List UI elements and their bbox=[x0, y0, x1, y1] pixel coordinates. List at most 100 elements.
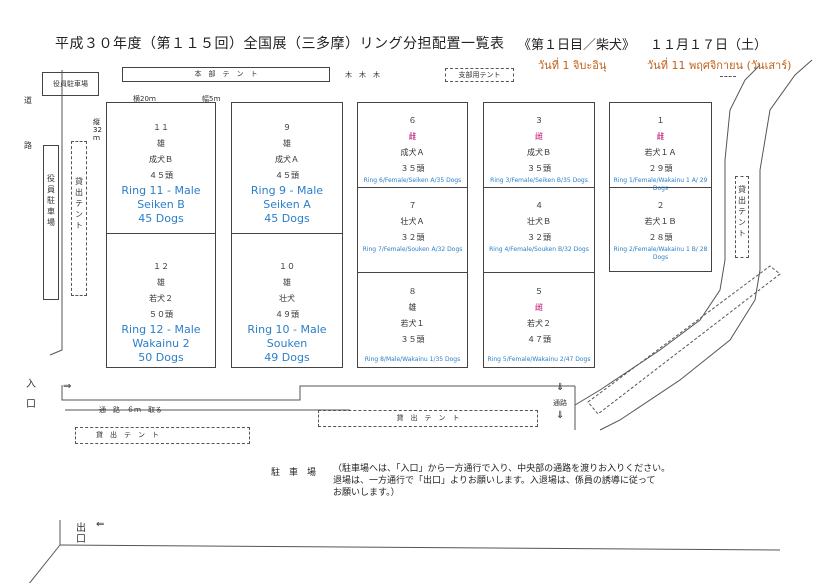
ring-number: ８ bbox=[408, 287, 417, 296]
down-arrow-icon: ⇓ bbox=[556, 382, 565, 393]
rental-tent-right-label: 貸出テント bbox=[737, 185, 747, 240]
thai-date-label: วันที่ 11 พฤศจิกายน (วันเสาร์) bbox=[647, 59, 792, 72]
ring-english-2: Seiken B bbox=[137, 198, 185, 211]
ring-number: ７ bbox=[408, 201, 417, 210]
parking-title: 駐 車 場 bbox=[271, 468, 317, 478]
ring-english-1: Ring 12 - Male bbox=[121, 323, 201, 336]
ring-number: ２ bbox=[656, 201, 665, 210]
ring-10: １０ 雄 壮犬 ４９頭 Ring 10 - Male Souken 49 Dog… bbox=[231, 259, 343, 365]
rental-tent-bottom: 貸 出 テ ン ト bbox=[75, 427, 250, 444]
ring-number: ５ bbox=[535, 287, 543, 296]
ring-class: 若犬１Ｂ bbox=[644, 217, 677, 226]
ring-block-left bbox=[106, 102, 216, 368]
exit-arrow-icon: ⇐ bbox=[96, 519, 105, 530]
ring-count: ４５頭 bbox=[275, 171, 299, 180]
ring-class: 若犬１ bbox=[400, 319, 425, 328]
ring-2: ２ 若犬１Ｂ ２８頭 Ring 2/Female/Wakainu 1 B/ 28… bbox=[609, 198, 712, 262]
hq-tent-label: 本 部 テ ン ト bbox=[194, 70, 258, 78]
aisle-top-line bbox=[61, 385, 575, 401]
ring-sex: 雌 bbox=[656, 132, 665, 141]
ring-english: Ring 5/Female/Wakainu 2/47 Dogs bbox=[487, 356, 591, 363]
ring-class: 若犬２ bbox=[149, 294, 173, 303]
ring-english-1: Ring 9 - Male bbox=[250, 184, 324, 197]
ring-1: １ 雌 若犬１Ａ ２９頭 Ring 1/Female/Wakainu 1 A/ … bbox=[609, 113, 712, 193]
parking-note: （駐車場へは、「入口」から一方通行で入り、中央部の通路を渡りお入りください。 退… bbox=[333, 463, 670, 499]
rental-tent-bottom-label: 貸 出 テ ン ト bbox=[96, 431, 159, 439]
ring-block-center bbox=[357, 102, 468, 368]
exit-label-top: 出 bbox=[76, 523, 86, 534]
ring-count: ５０頭 bbox=[149, 310, 173, 319]
entrance-arrow-icon: ⇒ bbox=[63, 381, 72, 392]
exit-label-bottom: 口 bbox=[76, 534, 86, 545]
parking-note-line-1: （駐車場へは、「入口」から一方通行で入り、中央部の通路を渡りお入りください。 bbox=[333, 464, 671, 474]
passage-label: 通路 bbox=[553, 399, 567, 407]
ring-count: ３５頭 bbox=[527, 164, 551, 173]
rental-tent-left-label: 貸出テント bbox=[74, 177, 84, 232]
ring-block-center-right bbox=[483, 102, 595, 368]
ring-class: 若犬１Ａ bbox=[644, 148, 677, 157]
ring-3: ３ 雌 成犬Ｂ ３５頭 Ring 3/Female/Seiken B/35 Do… bbox=[483, 113, 595, 185]
aisle-label: 通 路 ６ｍ 取る bbox=[99, 406, 162, 414]
ring-sex: 雌 bbox=[535, 132, 543, 141]
ring-english-3: 49 Dogs bbox=[264, 351, 310, 364]
ring-class: 成犬Ｂ bbox=[527, 148, 551, 157]
ring-sex: 雄 bbox=[157, 139, 165, 148]
ring-4: ４ 壮犬Ｂ ３２頭 Ring 4/Female/Souken B/32 Dogs bbox=[483, 198, 595, 254]
ring-english: Ring 4/Female/Souken B/32 Dogs bbox=[489, 246, 589, 253]
ring-number: １０ bbox=[279, 262, 295, 271]
ring-count: ３２頭 bbox=[527, 233, 551, 242]
ring-english-1: Ring 10 - Male bbox=[247, 323, 327, 336]
ring-english-3: 50 Dogs bbox=[138, 351, 184, 364]
ring-number: １２ bbox=[153, 262, 169, 271]
ring-class: 成犬Ａ bbox=[400, 148, 425, 157]
ring-count: ３５頭 bbox=[400, 164, 425, 173]
trees-label: 木 木 木 bbox=[345, 71, 380, 79]
down-arrow-icon: ⇓ bbox=[556, 410, 565, 421]
officer-parking-vertical-label: 役員駐車場 bbox=[46, 174, 56, 229]
ring-count: ３２頭 bbox=[400, 233, 425, 242]
ring-count: ４９頭 bbox=[275, 310, 299, 319]
ring-english: Ring 7/Female/Souken A/32 Dogs bbox=[362, 246, 463, 253]
ring-number: ９ bbox=[283, 123, 291, 132]
ring-divider bbox=[609, 187, 712, 188]
ring-english-1: Ring 11 - Male bbox=[121, 184, 201, 197]
rental-tent-left: 貸出テント bbox=[71, 141, 87, 296]
road-label-1: 道 bbox=[24, 96, 32, 105]
ring-divider bbox=[106, 233, 216, 234]
ring-english: Ring 2/Female/Wakainu 1 B/ 28 Dogs bbox=[613, 246, 708, 261]
ring-english-3: 45 Dogs bbox=[264, 212, 310, 225]
ring-sex: 雄 bbox=[283, 139, 291, 148]
width20-label: 横20ｍ bbox=[133, 95, 156, 103]
height32-label: 縦32ｍ bbox=[93, 118, 102, 142]
ring-divider bbox=[231, 233, 343, 234]
ring-english: Ring 1/Female/Wakainu 1 A/ 29 Dogs bbox=[613, 177, 708, 192]
ring-sex: 雄 bbox=[408, 303, 417, 312]
ring-number: １ bbox=[656, 116, 665, 125]
right-curve-inner bbox=[599, 59, 813, 431]
ring-count: ２９頭 bbox=[648, 164, 673, 173]
ring-english-2: Seiken A bbox=[263, 198, 311, 211]
hq-tent: 本 部 テ ン ト bbox=[122, 67, 330, 82]
ring-english-3: 45 Dogs bbox=[138, 212, 184, 225]
branch-tent: 支部用テント bbox=[445, 68, 514, 82]
right-curve-outer bbox=[574, 64, 761, 406]
ring-class: 壮犬 bbox=[279, 294, 295, 303]
ring-english: Ring 6/Female/Seiken A/35 Dogs bbox=[363, 177, 462, 184]
ring-divider bbox=[357, 187, 468, 188]
thai-day-label: วันที่ 1 จิบะอินุ bbox=[538, 59, 607, 72]
ring-divider bbox=[483, 272, 595, 273]
ring-sex: 雄 bbox=[157, 278, 165, 287]
ring-sex: 雌 bbox=[408, 132, 417, 141]
ring-class: 成犬Ｂ bbox=[149, 155, 173, 164]
ring-number: ６ bbox=[408, 116, 417, 125]
ring-block-center-left bbox=[231, 102, 343, 368]
page-title: 平成３０年度（第１１５回）全国展（三多摩）リング分担配置一覧表 bbox=[55, 36, 505, 52]
entrance-label-bottom: 口 bbox=[26, 399, 36, 410]
width5-label: 幅5ｍ bbox=[202, 95, 221, 103]
ring-english-2: Wakainu 2 bbox=[132, 337, 190, 350]
exit-diagonal bbox=[28, 544, 61, 583]
ring-9: ９ 雄 成犬Ａ ４５頭 Ring 9 - Male Seiken A 45 Do… bbox=[231, 120, 343, 226]
entrance-label-top: 入 bbox=[26, 379, 36, 390]
officer-parking-label: 役員駐車場 bbox=[53, 80, 88, 88]
